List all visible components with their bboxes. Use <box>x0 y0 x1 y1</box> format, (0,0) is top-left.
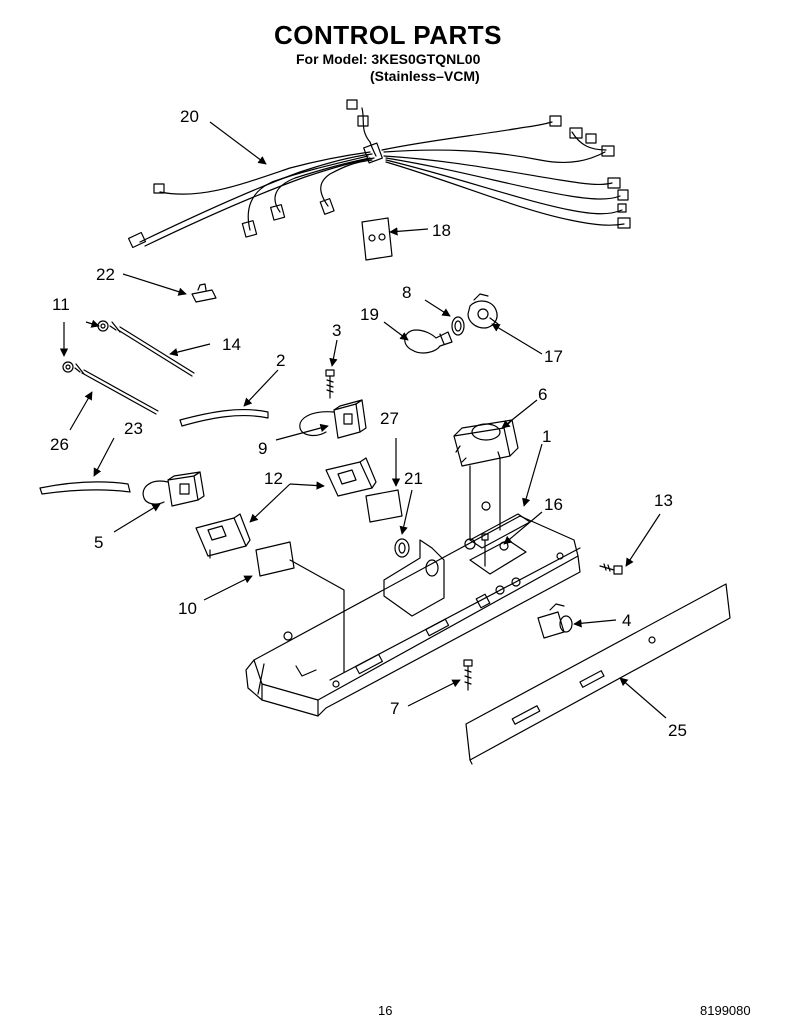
clip-part <box>191 283 217 303</box>
leader-lines <box>59 121 667 719</box>
callout-22: 22 <box>96 265 115 284</box>
callout-16: 16 <box>544 495 563 514</box>
screw-13 <box>599 563 623 575</box>
callout-26: 26 <box>50 435 69 454</box>
callout-23: 23 <box>124 419 143 438</box>
callout-19: 19 <box>360 305 379 324</box>
label-27 <box>365 489 403 523</box>
callout-labels: 20 18 22 11 14 8 19 17 3 2 26 23 9 27 6 … <box>50 107 687 740</box>
callout-25: 25 <box>668 721 687 740</box>
bracket-12-lower <box>195 513 251 559</box>
callout-21: 21 <box>404 469 423 488</box>
light-bulb <box>404 329 453 354</box>
callout-1: 1 <box>542 427 551 446</box>
callout-11: 11 <box>52 295 70 314</box>
spacer-rod-lower <box>62 361 159 415</box>
document-number: 8199080 <box>700 1003 751 1018</box>
switch-4 <box>537 603 573 639</box>
page-title: CONTROL PARTS <box>274 20 502 50</box>
callout-10: 10 <box>178 599 197 618</box>
control-housing <box>245 501 581 717</box>
callout-17: 17 <box>544 347 563 366</box>
grommet-21 <box>394 538 410 558</box>
callout-8: 8 <box>402 283 411 302</box>
callout-6: 6 <box>538 385 547 404</box>
callout-13: 13 <box>654 491 673 510</box>
callout-2: 2 <box>276 351 285 370</box>
variant-line: (Stainless–VCM) <box>370 68 480 84</box>
plate-part <box>361 217 393 261</box>
label-10 <box>255 541 345 673</box>
callout-27: 27 <box>380 409 399 428</box>
callout-20: 20 <box>180 107 199 126</box>
lamp-socket-ring <box>451 316 465 336</box>
screw-plate-16 <box>464 533 527 575</box>
tubing-23 <box>39 481 131 495</box>
switch-9 <box>299 399 367 439</box>
wire-harness <box>127 99 631 249</box>
bracket-12-upper <box>325 457 377 497</box>
callout-18: 18 <box>432 221 451 240</box>
switch-5 <box>142 471 205 507</box>
callout-4: 4 <box>622 611 631 630</box>
screw-7 <box>463 659 473 691</box>
callout-5: 5 <box>94 533 103 552</box>
lamp-socket <box>467 293 499 329</box>
screw-3 <box>325 369 335 399</box>
tubing-2 <box>179 408 269 427</box>
callout-12: 12 <box>264 469 283 488</box>
page-number: 16 <box>378 1003 393 1018</box>
callout-9: 9 <box>258 439 267 458</box>
front-panel <box>465 583 731 765</box>
model-line: For Model: 3KES0GTQNL00 <box>296 51 481 67</box>
spacer-rod-upper <box>97 320 195 377</box>
callout-3: 3 <box>332 321 341 340</box>
callout-7: 7 <box>390 699 399 718</box>
callout-14: 14 <box>222 335 241 354</box>
